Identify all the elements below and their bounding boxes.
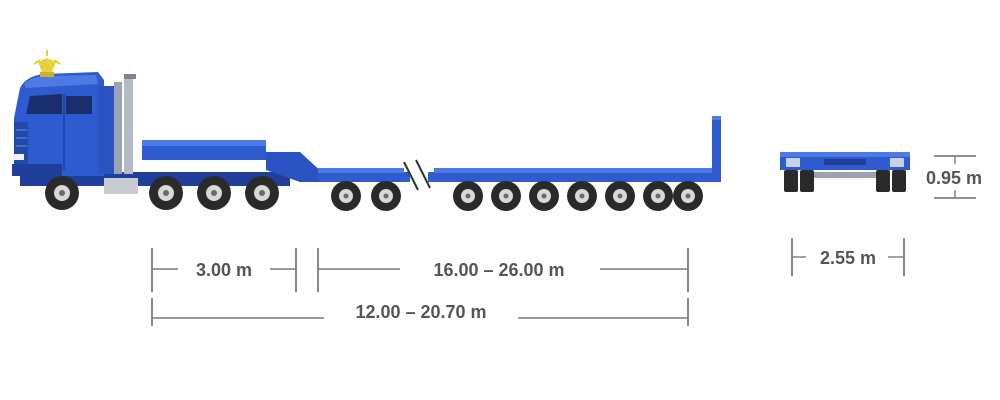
- wheel-icon: [892, 170, 906, 192]
- lowbed-trailer-icon: [142, 116, 721, 211]
- wheel-icon: [876, 170, 890, 192]
- wheel-icon: [800, 170, 814, 192]
- gooseneck-ramp: [266, 152, 326, 182]
- truck-tractor-icon: [12, 50, 290, 210]
- trailer-deck: [318, 172, 720, 182]
- wheel-icon: [784, 170, 798, 192]
- exhaust-stack: [124, 76, 133, 174]
- dimension-gooseneck-length: 3.00 m: [151, 248, 297, 292]
- truck-grille: [14, 122, 28, 164]
- trailer-rear-view-icon: [780, 152, 910, 192]
- rear-axle: [814, 172, 876, 178]
- overall-length-label: 12.00 – 20.70 m: [355, 302, 486, 322]
- dimension-deck-height: 0.95 m: [926, 155, 982, 199]
- beacon-light-icon: [33, 50, 61, 77]
- truck-wheels: [45, 176, 279, 210]
- rear-upright: [712, 118, 721, 182]
- dimension-overall-length: 12.00 – 20.70 m: [151, 298, 689, 326]
- extension-break-icon: [403, 159, 434, 191]
- exhaust-stack: [114, 82, 122, 174]
- dimension-width: 2.55 m: [791, 238, 905, 276]
- gooseneck-length-label: 3.00 m: [196, 260, 252, 280]
- truck-bumper: [12, 164, 62, 176]
- truck-side-window: [66, 96, 92, 114]
- trailer-wheels: [331, 181, 703, 211]
- deck-length-label: 16.00 – 26.00 m: [433, 260, 564, 280]
- gooseneck: [142, 144, 266, 160]
- fuel-tank: [104, 178, 138, 194]
- dimension-deck-length: 16.00 – 26.00 m: [317, 248, 689, 292]
- width-label: 2.55 m: [820, 248, 876, 268]
- deck-height-label: 0.95 m: [926, 168, 982, 188]
- truck-sleeper: [98, 86, 114, 174]
- truck-windshield: [26, 94, 62, 114]
- truck-headlight: [14, 154, 24, 160]
- truck-cab-roof: [24, 75, 98, 88]
